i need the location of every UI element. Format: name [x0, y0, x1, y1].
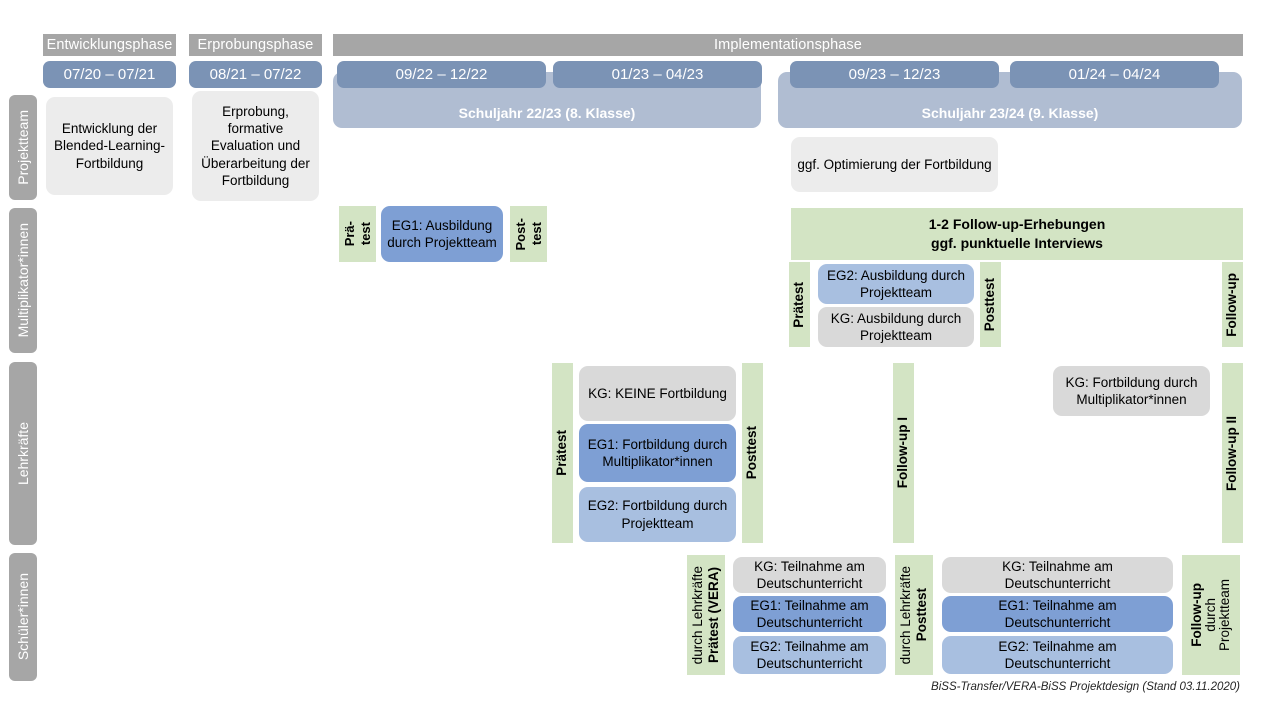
date-label: 01/24 – 04/24: [1068, 66, 1161, 83]
schueler-kg-box-2: KG: Teilnahme am Deutschunterricht: [942, 557, 1173, 593]
box-text: ggf. Optimierung der Fortbildung: [797, 156, 992, 172]
projektteam-entwicklung-box: Entwicklung der Blended-Learning-Fortbil…: [46, 97, 173, 195]
box-text: EG1: Teilnahme am Deutschunterricht: [998, 597, 1117, 630]
followup1-text: Follow-up I: [895, 417, 911, 489]
praetest2-text: Prätest: [791, 281, 807, 328]
praetest-line2: test: [357, 222, 373, 246]
posttest-text: Posttest: [744, 426, 760, 480]
phase-header-entwicklungsphase: Entwicklungsphase: [43, 34, 176, 56]
followup-text: Follow-up: [1224, 272, 1240, 337]
box-text: EG1: Fortbildung durch Multiplikator*inn…: [587, 436, 728, 469]
phase-label: Implementationsphase: [714, 37, 862, 53]
lehrkraefte-eg1-box: EG1: Fortbildung durch Multiplikator*inn…: [579, 424, 736, 482]
lane-label-multiplikatorinnen: Multiplikator*innen: [9, 208, 37, 353]
banner-line1: 1-2 Follow-up-Erhebungen: [928, 216, 1106, 233]
multiplikatoren-eg2-box: EG2: Ausbildung durch Projektteam: [818, 264, 974, 304]
box-text: EG1: Ausbildung durch Projektteam: [387, 217, 497, 250]
multiplikatoren-praetest2-strip: Prätest: [789, 262, 810, 347]
multiplikatoren-eg1-box: EG1: Ausbildung durch Projektteam: [381, 206, 503, 262]
posttest-sub: durch Lehrkräfte: [897, 565, 913, 665]
footer-credit: BiSS-Transfer/VERA-BiSS Projektdesign (S…: [760, 681, 1240, 697]
projektteam-optimierung-box: ggf. Optimierung der Fortbildung: [791, 137, 998, 192]
date-label: 09/23 – 12/23: [848, 66, 941, 83]
posttest-line1: Post-: [512, 217, 528, 251]
lane-text: Multiplikator*innen: [15, 223, 31, 338]
box-text: Entwicklung der Blended-Learning-Fortbil…: [53, 121, 166, 171]
followup-sub2: Projektteam: [1217, 578, 1233, 652]
box-text: KG: Teilnahme am Deutschunterricht: [1002, 558, 1113, 591]
box-text: Erprobung, formative Evaluation und Über…: [201, 103, 310, 188]
schueler-eg2-box-1: EG2: Teilnahme am Deutschunterricht: [733, 636, 886, 674]
praetest-text: Prätest: [554, 430, 570, 476]
followup2-text: Follow-up II: [1224, 415, 1240, 491]
box-text: KG: Ausbildung durch Projektteam: [830, 310, 962, 343]
posttest-line2: test: [528, 222, 544, 246]
followup-bold: Follow-up: [1188, 583, 1204, 647]
date-chip-0923-1223: 09/23 – 12/23: [790, 61, 999, 88]
date-label: 01/23 – 04/23: [611, 66, 704, 83]
followup-sub1: durch: [1202, 598, 1218, 632]
lane-text: Projektteam: [15, 110, 31, 185]
schueler-eg2-box-2: EG2: Teilnahme am Deutschunterricht: [942, 636, 1173, 674]
posttest-bold: Posttest: [914, 588, 929, 642]
schueler-kg-box-1: KG: Teilnahme am Deutschunterricht: [733, 557, 886, 593]
lane-text: Schüler*innen: [15, 573, 31, 661]
box-text: EG2: Teilnahme am Deutschunterricht: [750, 638, 869, 671]
lane-text: Lehrkräfte: [15, 421, 31, 486]
lehrkraefte-followup1-strip: Follow-up I: [893, 363, 914, 543]
lehrkraefte-kg-fortbildung-box: KG: Fortbildung durch Multiplikator*inne…: [1053, 366, 1210, 416]
box-text: EG2: Fortbildung durch Projektteam: [587, 498, 728, 531]
projektteam-erprobung-box: Erprobung, formative Evaluation und Über…: [192, 91, 319, 201]
schueler-eg1-box-2: EG1: Teilnahme am Deutschunterricht: [942, 596, 1173, 632]
lane-label-schuelerinnen: Schüler*innen: [9, 553, 37, 681]
schueler-praetest-vera-strip: Prätest (VERA) durch Lehrkräfte: [687, 555, 725, 675]
date-chip-0922-1222: 09/22 – 12/22: [337, 61, 546, 88]
praetest-line1: Prä-: [341, 221, 357, 247]
school-year-label: Schuljahr 22/23 (8. Klasse): [458, 105, 636, 121]
phase-label: Entwicklungsphase: [46, 37, 173, 53]
phase-header-implementationsphase: Implementationsphase: [333, 34, 1243, 56]
multiplikatoren-praetest-strip: Prä- test: [339, 206, 376, 262]
date-chip-0821-0722: 08/21 – 07/22: [189, 61, 322, 88]
date-label: 07/20 – 07/21: [63, 66, 156, 83]
lehrkraefte-kg-box: KG: KEINE Fortbildung: [579, 366, 736, 421]
box-text: EG2: Teilnahme am Deutschunterricht: [998, 638, 1117, 671]
schueler-posttest-strip: Posttest durch Lehrkräfte: [895, 555, 933, 675]
schueler-eg1-box-1: EG1: Teilnahme am Deutschunterricht: [733, 596, 886, 632]
date-label: 09/22 – 12/22: [395, 66, 488, 83]
box-text: KG: KEINE Fortbildung: [588, 385, 727, 401]
lehrkraefte-posttest-strip: Posttest: [742, 363, 763, 543]
lane-label-projektteam: Projektteam: [9, 95, 37, 200]
schueler-followup-strip: Follow-up durch Projektteam: [1182, 555, 1240, 675]
lehrkraefte-eg2-box: EG2: Fortbildung durch Projektteam: [579, 487, 736, 542]
praetest-vera-bold: Prätest (VERA): [706, 566, 721, 664]
multiplikatoren-posttest-strip: Post- test: [510, 206, 547, 262]
multiplikatoren-followup-strip: Follow-up: [1222, 262, 1243, 347]
school-year-label: Schuljahr 23/24 (9. Klasse): [921, 105, 1099, 121]
multiplikatoren-posttest2-strip: Posttest: [980, 262, 1001, 347]
date-chip-0124-0424: 01/24 – 04/24: [1010, 61, 1219, 88]
followup-erhebungen-banner: 1-2 Follow-up-Erhebungen ggf. punktuelle…: [791, 208, 1243, 260]
posttest2-text: Posttest: [982, 277, 998, 332]
box-text: KG: Teilnahme am Deutschunterricht: [754, 558, 865, 591]
footer-text: BiSS-Transfer/VERA-BiSS Projektdesign (S…: [931, 681, 1240, 693]
lehrkraefte-followup2-strip: Follow-up II: [1222, 363, 1243, 543]
multiplikatoren-kg-box: KG: Ausbildung durch Projektteam: [818, 307, 974, 347]
date-chip-0123-0423: 01/23 – 04/23: [553, 61, 762, 88]
date-chip-0720-0721: 07/20 – 07/21: [43, 61, 176, 88]
banner-line2: ggf. punktuelle Interviews: [931, 235, 1103, 251]
phase-header-erprobungsphase: Erprobungsphase: [189, 34, 322, 56]
box-text: KG: Fortbildung durch Multiplikator*inne…: [1065, 374, 1198, 407]
lehrkraefte-praetest-strip: Prätest: [552, 363, 573, 543]
phase-label: Erprobungsphase: [197, 37, 314, 53]
date-label: 08/21 – 07/22: [209, 66, 302, 83]
praetest-vera-sub: durch Lehrkräfte: [689, 565, 705, 665]
lane-label-lehrkraefte: Lehrkräfte: [9, 362, 37, 545]
box-text: EG1: Teilnahme am Deutschunterricht: [750, 597, 869, 630]
box-text: EG2: Ausbildung durch Projektteam: [826, 267, 966, 300]
